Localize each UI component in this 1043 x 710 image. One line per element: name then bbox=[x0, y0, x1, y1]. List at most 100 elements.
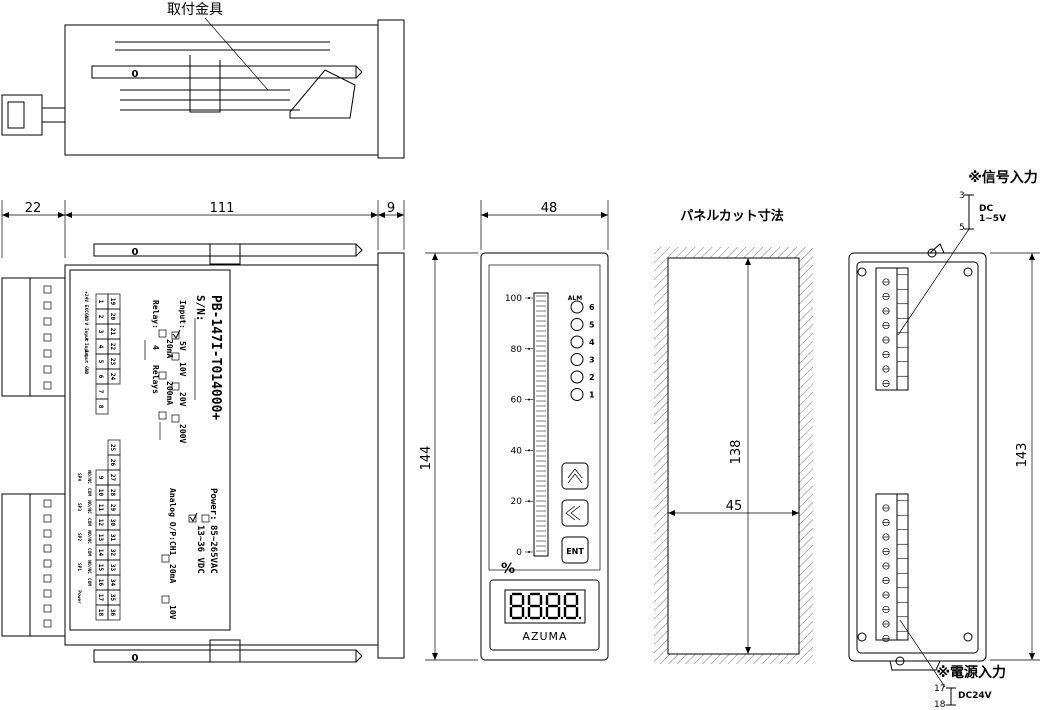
bracket-label: 取付金具 bbox=[167, 2, 223, 18]
rear-terminal-screw bbox=[882, 504, 890, 512]
scale-label: 40 bbox=[511, 446, 523, 456]
terminal-screw bbox=[43, 301, 52, 310]
rear-screw bbox=[857, 632, 867, 642]
alarm-led bbox=[570, 318, 584, 331]
terminal-number: 36 bbox=[109, 609, 116, 617]
input-5v-checkbox bbox=[171, 331, 180, 340]
terminal-label: A Input bbox=[83, 338, 89, 357]
terminal-table-lower: 2526272829303132333435369101112131415161… bbox=[76, 439, 121, 621]
input-200v: 200V bbox=[178, 424, 187, 443]
scale-label: 0 bbox=[516, 548, 522, 558]
rear-screw bbox=[857, 267, 867, 277]
rear-terminal-screw bbox=[882, 292, 890, 301]
left-arrow-icon bbox=[565, 505, 581, 521]
terminal-sublabel: NO/NC bbox=[86, 560, 92, 574]
terminal-number: 28 bbox=[109, 489, 116, 497]
top-view: 取付金具 0 bbox=[1, 2, 405, 159]
alarm-led-number: 4 bbox=[589, 338, 595, 347]
alarm-led-number: 5 bbox=[589, 321, 595, 330]
terminal-number: 30 bbox=[109, 519, 116, 527]
rear-terminal-screw bbox=[882, 620, 890, 628]
terminal-screw bbox=[43, 365, 52, 374]
terminal-number: 18 bbox=[97, 609, 104, 617]
terminal-screw bbox=[43, 529, 52, 538]
top-bezel bbox=[377, 19, 405, 159]
analog-label: Analog O/P:CH1 bbox=[168, 488, 177, 556]
serial-label: S/N: bbox=[194, 295, 207, 322]
terminal-number: 20 bbox=[109, 313, 116, 321]
dim-138: 138 bbox=[729, 440, 744, 465]
terminal-screw bbox=[43, 559, 52, 568]
input-label: Input: bbox=[178, 300, 187, 329]
dim-9: 9 bbox=[387, 201, 395, 216]
rear-clip-bottom bbox=[889, 660, 941, 671]
terminal-screw bbox=[43, 285, 52, 294]
terminal-sublabel: COM bbox=[86, 518, 92, 526]
side-terminal-block-upper bbox=[1, 277, 66, 397]
front-bezel bbox=[480, 252, 609, 661]
terminal-screw bbox=[43, 514, 52, 523]
rear-terminal-screw bbox=[882, 518, 890, 527]
terminal-sublabel: NO/NC bbox=[86, 530, 92, 544]
terminal-number: 16 bbox=[97, 579, 104, 587]
pow-t18: 18 bbox=[934, 700, 946, 710]
rear-view: ※信号入力 3 5 DC 1~5V 143 ※電源入力 bbox=[848, 169, 1040, 710]
top-bracket-wing bbox=[289, 69, 356, 119]
alarm-led bbox=[570, 370, 584, 384]
side-terminal-block-lower bbox=[1, 493, 66, 637]
side-rail-bottom-tip bbox=[355, 649, 363, 663]
terminal-label: +24V EXC bbox=[83, 291, 89, 313]
relay-count: 4 bbox=[151, 345, 160, 350]
front-window bbox=[488, 264, 601, 571]
alarm-led bbox=[570, 335, 584, 349]
rear-terminal-screw bbox=[882, 605, 890, 614]
power-ac: 85~265VAC bbox=[208, 525, 218, 574]
rear-screw bbox=[963, 632, 973, 642]
analog-10v: 10V bbox=[168, 605, 177, 620]
relays-label: Relays bbox=[151, 365, 160, 394]
alarm-led bbox=[570, 353, 584, 366]
top-rail-tip bbox=[355, 65, 363, 79]
top-slots bbox=[115, 41, 330, 111]
side-rail-top-tip bbox=[355, 243, 363, 257]
led-display bbox=[504, 589, 586, 624]
rear-frame bbox=[848, 252, 987, 662]
terminal-number: 31 bbox=[109, 534, 116, 542]
dim-144: 144 bbox=[419, 446, 434, 471]
terminal-screw bbox=[43, 349, 52, 358]
enter-button[interactable] bbox=[561, 536, 589, 564]
up-arrow-icon bbox=[567, 468, 583, 484]
terminal-label: SP3 bbox=[76, 503, 82, 511]
terminal-number: 2 bbox=[97, 315, 104, 319]
power-input-label: ※電源入力 bbox=[936, 664, 1006, 681]
terminal-number: 33 bbox=[109, 564, 116, 572]
alarm-led-number: 2 bbox=[589, 373, 595, 382]
up-button[interactable] bbox=[561, 462, 589, 490]
pow-t17: 17 bbox=[934, 684, 945, 694]
rear-terminal-screw bbox=[882, 307, 890, 315]
panel-cutout: パネルカット寸法 138 45 bbox=[654, 208, 813, 664]
terminal-label: Power bbox=[76, 590, 82, 604]
power-dc: 13~36 VDC bbox=[195, 525, 205, 574]
dim-143: 143 bbox=[1015, 443, 1030, 468]
scale-label: 20 bbox=[511, 497, 523, 507]
shift-button[interactable] bbox=[561, 499, 589, 527]
terminal-number: 10 bbox=[97, 489, 104, 497]
terminal-number: 14 bbox=[97, 549, 104, 557]
percent-label: % bbox=[501, 561, 515, 577]
terminal-number: 21 bbox=[109, 328, 116, 336]
model-number: PB-147I-T014000+ bbox=[208, 295, 223, 420]
terminal-number: 26 bbox=[109, 459, 116, 467]
bar-graph bbox=[533, 292, 549, 557]
rear-terminal-screw bbox=[882, 547, 890, 556]
sig-leader bbox=[897, 228, 970, 336]
terminal-screw bbox=[43, 317, 52, 326]
terminal-number: 13 bbox=[97, 534, 104, 542]
bracket-leader bbox=[204, 17, 269, 91]
dim-48: 48 bbox=[541, 201, 558, 216]
side-bezel bbox=[377, 252, 405, 659]
terminal-number: 22 bbox=[109, 343, 116, 351]
side-clip-bottom bbox=[209, 639, 241, 663]
